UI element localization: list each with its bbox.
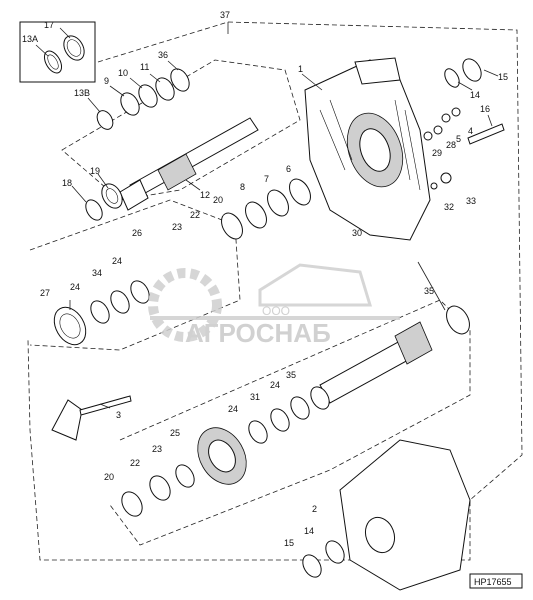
cover-lower bbox=[302, 439, 471, 591]
watermark: ООО АГРОСНАБ bbox=[148, 263, 400, 348]
callout-18: 18 bbox=[62, 178, 72, 188]
callout-6: 6 bbox=[286, 164, 291, 174]
inset-box bbox=[19, 21, 96, 83]
housing-upper bbox=[245, 57, 505, 241]
callout-7: 7 bbox=[264, 174, 269, 184]
callout-32: 32 bbox=[444, 202, 454, 212]
drawing-code: HP17655 bbox=[469, 573, 523, 589]
callout-2: 2 bbox=[312, 504, 317, 514]
callout-35-a: 35 bbox=[424, 286, 434, 296]
lower-shaft-group bbox=[109, 299, 471, 546]
callout-14-lower: 14 bbox=[304, 526, 314, 536]
callout-17: 17 bbox=[44, 20, 54, 30]
callout-24-c: 24 bbox=[270, 380, 280, 390]
watermark-brand: АГРОСНАБ bbox=[185, 318, 331, 348]
assembly-outline bbox=[27, 21, 523, 561]
leader-lines bbox=[35, 27, 499, 409]
callout-28: 28 bbox=[446, 140, 456, 150]
callout-11: 11 bbox=[140, 62, 149, 72]
callout-24-b: 24 bbox=[70, 282, 80, 292]
callout-3: 3 bbox=[116, 410, 121, 420]
callout-34: 34 bbox=[92, 268, 102, 278]
callout-12: 12 bbox=[200, 190, 210, 200]
callout-14-upper: 14 bbox=[470, 90, 480, 100]
callout-24-a: 24 bbox=[112, 256, 122, 266]
callout-22-lower: 22 bbox=[130, 458, 140, 468]
callout-15-upper: 15 bbox=[498, 72, 508, 82]
drawing-code-text: HP17655 bbox=[474, 577, 512, 587]
callout-37: 37 bbox=[220, 10, 230, 20]
middle-left-group bbox=[29, 199, 243, 441]
callout-5: 5 bbox=[456, 134, 461, 144]
callout-20-lower: 20 bbox=[104, 472, 114, 482]
callout-20-upper: 20 bbox=[213, 195, 223, 205]
callout-31: 31 bbox=[250, 392, 260, 402]
callout-4: 4 bbox=[468, 126, 473, 136]
callout-23-lower: 23 bbox=[152, 444, 162, 454]
callout-33: 33 bbox=[466, 196, 476, 206]
callout-25: 25 bbox=[170, 428, 180, 438]
callout-36: 36 bbox=[158, 50, 168, 60]
callout-24-d: 24 bbox=[228, 404, 238, 414]
callout-35-b: 35 bbox=[286, 370, 296, 380]
callout-13b: 13B bbox=[74, 88, 90, 98]
callout-22-upper: 22 bbox=[190, 210, 200, 220]
callout-10: 10 bbox=[118, 68, 128, 78]
callout-23-upper: 23 bbox=[172, 222, 182, 232]
upper-shaft-group bbox=[61, 59, 301, 221]
callout-30: 30 bbox=[352, 228, 362, 238]
callout-15-lower: 15 bbox=[284, 538, 294, 548]
callout-29: 29 bbox=[432, 148, 442, 158]
callout-26: 26 bbox=[132, 228, 142, 238]
callout-8: 8 bbox=[240, 182, 245, 192]
callout-labels: 37 17 13A 36 11 10 9 13B 1 14 15 4 5 16 … bbox=[22, 10, 508, 548]
callout-19: 19 bbox=[90, 166, 100, 176]
callout-9: 9 bbox=[104, 76, 109, 86]
callout-1: 1 bbox=[298, 64, 303, 74]
watermark-small: ООО bbox=[262, 304, 290, 318]
callout-27: 27 bbox=[40, 288, 50, 298]
callout-16: 16 bbox=[480, 104, 490, 114]
callout-13a: 13A bbox=[22, 34, 38, 44]
